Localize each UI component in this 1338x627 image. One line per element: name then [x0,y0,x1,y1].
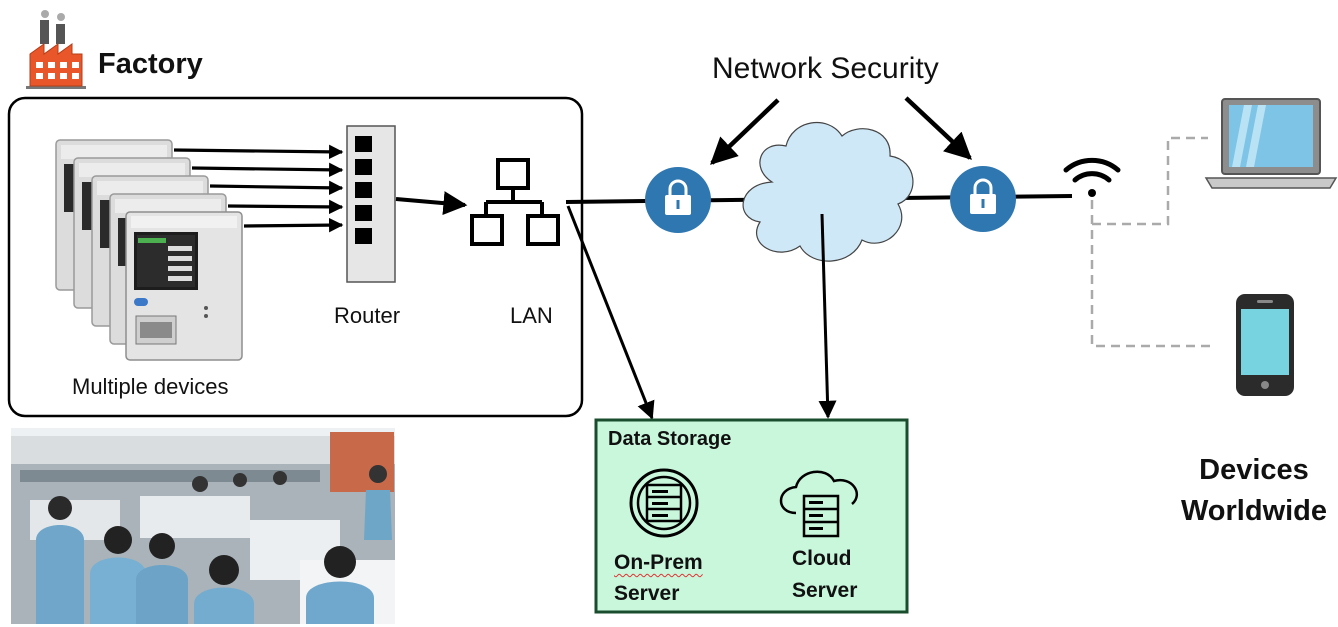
wireless-links [1090,136,1212,348]
router-to-lan-arrow [395,191,468,216]
security-arrow-right [904,96,972,160]
lan-label: LAN [510,303,553,328]
network-security-label: Network Security [712,52,939,85]
lan-icon [470,158,560,246]
multiple-devices-image [55,139,243,361]
device-unit-front [125,211,243,361]
cloud-server-icon [779,470,859,538]
factory-floor-photo [11,428,395,624]
on-prem-line1: On-Prem [614,551,703,574]
cloud-to-storage-arrow [818,213,837,419]
security-arrow-left [710,98,780,165]
devices-worldwide-label: Devices Worldwide [1172,450,1336,532]
lock-icon [645,167,711,233]
smartphone-icon [1236,294,1294,396]
cloud-server-label: Cloud Server [792,543,857,607]
wifi-icon [1063,157,1121,197]
lock-icon [950,166,1016,232]
router-label: Router [334,303,401,328]
on-prem-server-label: On-Prem Server [614,547,703,609]
cloud-server-line1: Cloud [792,547,852,570]
worldwide-line1: Devices [1199,454,1309,486]
data-storage-title: Data Storage [608,428,732,450]
cloud-icon [742,121,914,262]
on-prem-line2: Server [614,582,680,605]
router-icon [346,125,396,283]
multiple-devices-label: Multiple devices [72,374,229,399]
worldwide-line2: Worldwide [1180,495,1328,527]
cloud-server-line2: Server [792,579,858,602]
server-rack-icon [629,468,699,538]
device-to-router-arrows [173,144,344,233]
factory-title: Factory [98,48,203,80]
laptop-icon [1204,98,1338,189]
factory-icon [26,10,86,89]
factory-boundary [7,96,584,418]
lan-to-storage-arrow [566,205,655,420]
